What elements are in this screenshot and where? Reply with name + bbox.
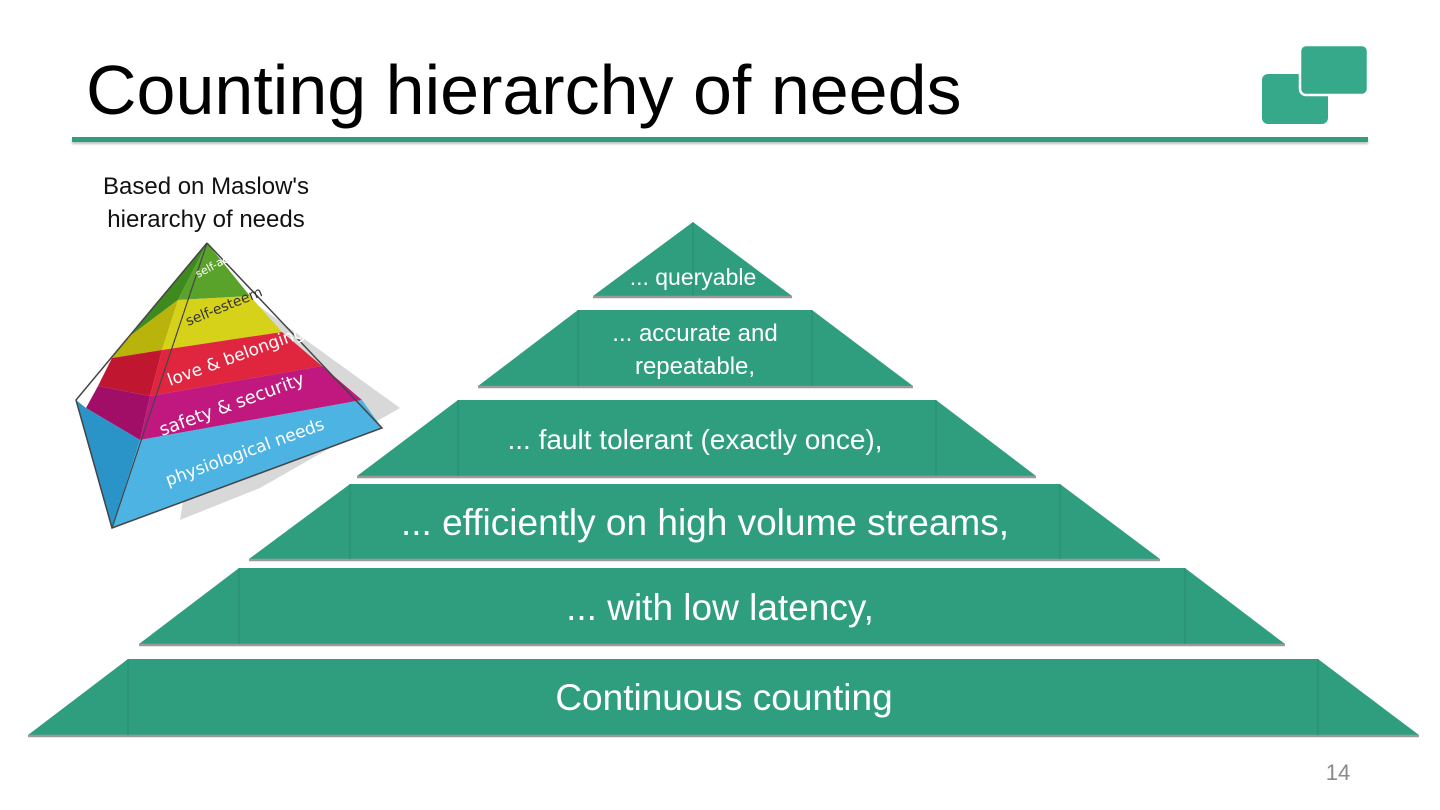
pyramid-label-accurate: ... accurate and repeatable, <box>612 320 778 380</box>
pyramid-level-2 <box>478 310 913 386</box>
pyramid-label-continuous-counting: Continuous counting <box>555 677 893 718</box>
title-underline <box>72 137 1368 142</box>
pyramid-level-5 <box>139 568 1285 644</box>
pyramid-label-efficiently: ... efficiently on high volume streams, <box>400 502 1010 543</box>
logo-icon <box>1262 44 1370 124</box>
maslow-caption: Based on Maslow's hierarchy of needs <box>102 173 309 233</box>
maslow-band-love-belonging <box>150 332 322 396</box>
maslow-pyramid-illustration: self-actualize self-esteem love & belong… <box>75 238 400 529</box>
maslow-band-safety-security <box>140 366 362 440</box>
pyramid-level-4 <box>249 484 1160 559</box>
pyramid-level-6 <box>28 659 1419 735</box>
pyramid-level-3 <box>357 400 1036 476</box>
maslow-band-self-actualize <box>178 243 250 300</box>
pyramid-label-low-latency: ... with low latency, <box>566 587 874 628</box>
pyramid-label-fault-tolerant: ... fault tolerant (exactly once), <box>507 424 883 455</box>
slide-title: Counting hierarchy of needs <box>86 51 962 129</box>
pyramid-label-queryable: ... queryable <box>629 264 757 290</box>
page-number: 14 <box>1325 760 1351 785</box>
maslow-band-physiological <box>112 400 382 528</box>
